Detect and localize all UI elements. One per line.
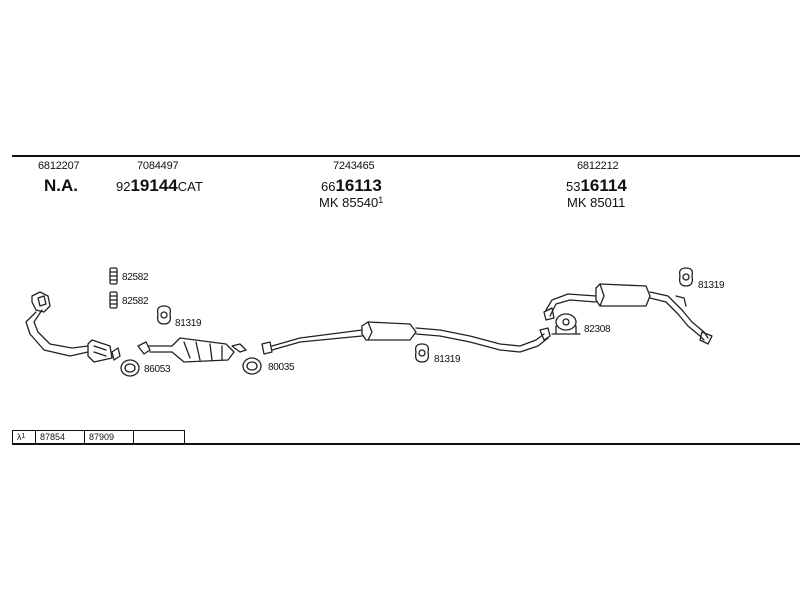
col1-ref: 6812207	[38, 160, 80, 172]
lambda-cell: λ1	[12, 430, 36, 443]
part-label-82582-b: 82582	[122, 296, 149, 307]
col2-code: 19144	[130, 176, 178, 195]
ref-cell-2: 87909	[84, 430, 134, 443]
col4-prefix: 53	[566, 179, 581, 194]
col4-code: 16114	[580, 176, 627, 195]
col4-code-group: 5316114	[566, 176, 627, 196]
bottom-divider	[12, 443, 800, 445]
col4-ref: 6812212	[577, 160, 619, 172]
col3-prefix: 66	[321, 179, 336, 194]
col3-code: 16113	[335, 176, 382, 195]
col2-code-group: 9219144CAT	[116, 176, 203, 196]
rear-silencer-drawing	[543, 283, 713, 345]
col4-mk: MK 85011	[567, 195, 626, 210]
col3-mk: MK 85540	[319, 195, 379, 210]
col2-suffix: CAT	[177, 179, 203, 194]
col3-mk-sup: 1	[378, 195, 384, 205]
rubber-hanger-2-icon	[109, 291, 118, 309]
gasket-ring-80035-icon	[242, 357, 262, 375]
col1-code: N.A.	[44, 176, 78, 195]
part-label-81319-c: 81319	[698, 280, 725, 291]
rubber-hanger-1-icon	[109, 267, 118, 285]
part-label-81319-a: 81319	[175, 318, 202, 329]
part-label-80035: 80035	[268, 362, 295, 373]
center-pipe-drawing	[261, 321, 551, 355]
clamp-82308-icon	[551, 313, 581, 335]
top-divider	[12, 155, 800, 157]
lambda-sup: 1	[21, 433, 26, 440]
lambda-symbol: λ	[17, 432, 22, 442]
part-label-86053: 86053	[144, 364, 171, 375]
col3-mk-group: MK 855401	[319, 195, 383, 210]
front-pipe-drawing	[25, 291, 121, 363]
part-label-81319-b: 81319	[434, 354, 461, 365]
rubber-mount-1-icon	[156, 305, 172, 325]
ref-cell-3	[133, 430, 185, 443]
ref-cell-1: 87854	[35, 430, 85, 443]
rubber-mount-3-icon	[678, 267, 694, 287]
reference-table: λ1 87854 87909	[12, 430, 185, 443]
col3-ref: 7243465	[333, 160, 375, 172]
rubber-mount-2-icon	[414, 343, 430, 363]
part-label-82582-a: 82582	[122, 272, 149, 283]
part-label-82308: 82308	[584, 324, 611, 335]
col2-prefix: 92	[116, 179, 131, 194]
catalytic-converter-drawing	[137, 337, 247, 363]
col2-ref: 7084497	[137, 160, 179, 172]
gasket-ring-86053-icon	[120, 359, 140, 377]
col3-code-group: 6616113	[321, 176, 382, 196]
